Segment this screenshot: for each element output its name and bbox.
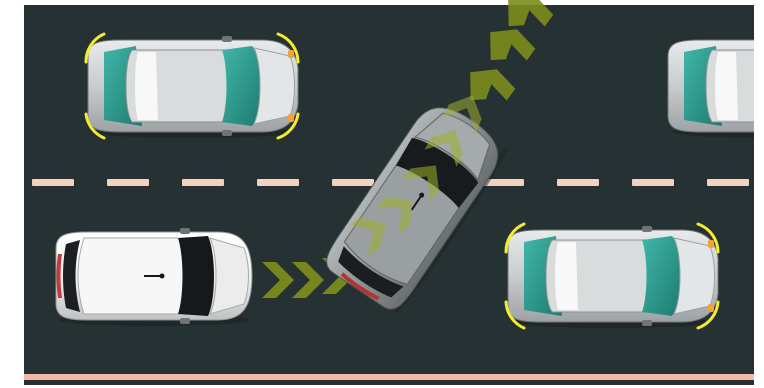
curb-line [24,374,754,380]
parked-car-bottom-left [56,228,252,326]
parked-car-top-right [668,36,764,138]
parked-car-bottom-right [508,226,718,328]
parked-car-top-left [88,36,298,138]
